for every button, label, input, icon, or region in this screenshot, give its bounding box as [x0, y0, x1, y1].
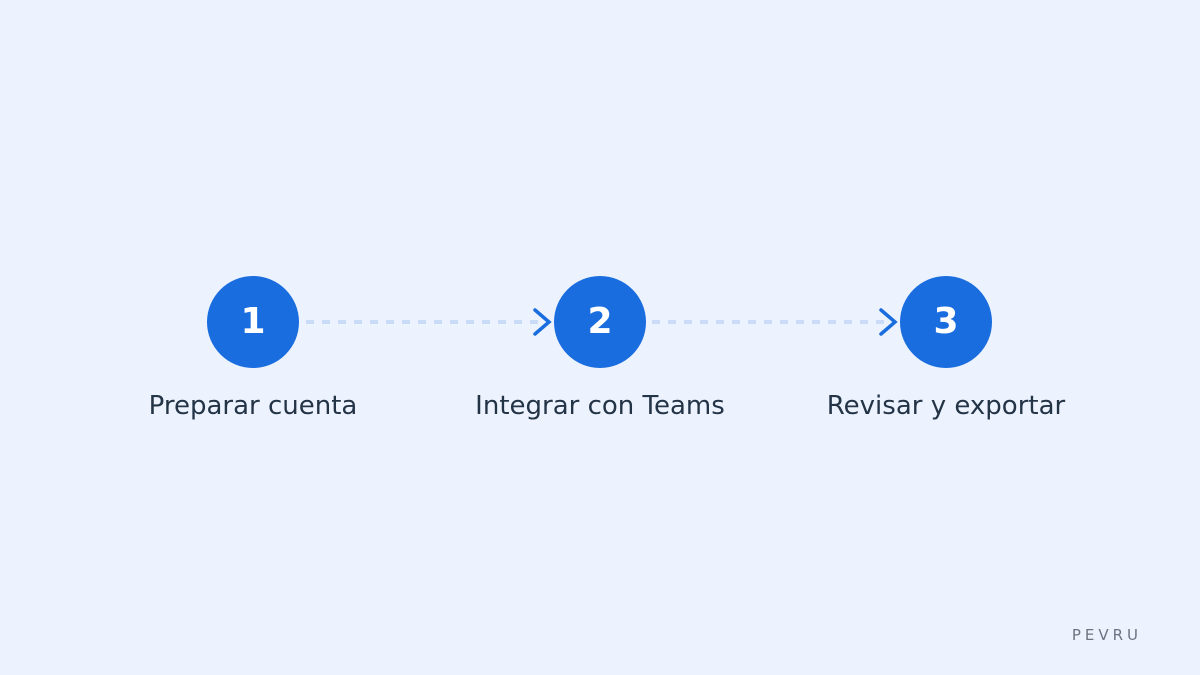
step-label: Integrar con Teams [475, 391, 725, 421]
arrow-right-icon [533, 308, 552, 336]
step-number: 1 [240, 301, 265, 342]
brand-logo: PEVRU [1071, 626, 1142, 644]
connector-2-3 [652, 308, 898, 336]
step-number: 2 [587, 301, 612, 342]
step-1: 1 Preparar cuenta [149, 276, 358, 421]
step-3: 3 Revisar y exportar [827, 276, 1066, 421]
step-label: Revisar y exportar [827, 391, 1066, 421]
arrow-right-icon [879, 308, 898, 336]
step-number: 3 [933, 301, 958, 342]
step-circle [207, 276, 299, 368]
step-circle [900, 276, 992, 368]
step-2: 2 Integrar con Teams [475, 276, 725, 421]
connector-1-2 [306, 308, 552, 336]
step-circle [554, 276, 646, 368]
step-label: Preparar cuenta [149, 391, 358, 421]
